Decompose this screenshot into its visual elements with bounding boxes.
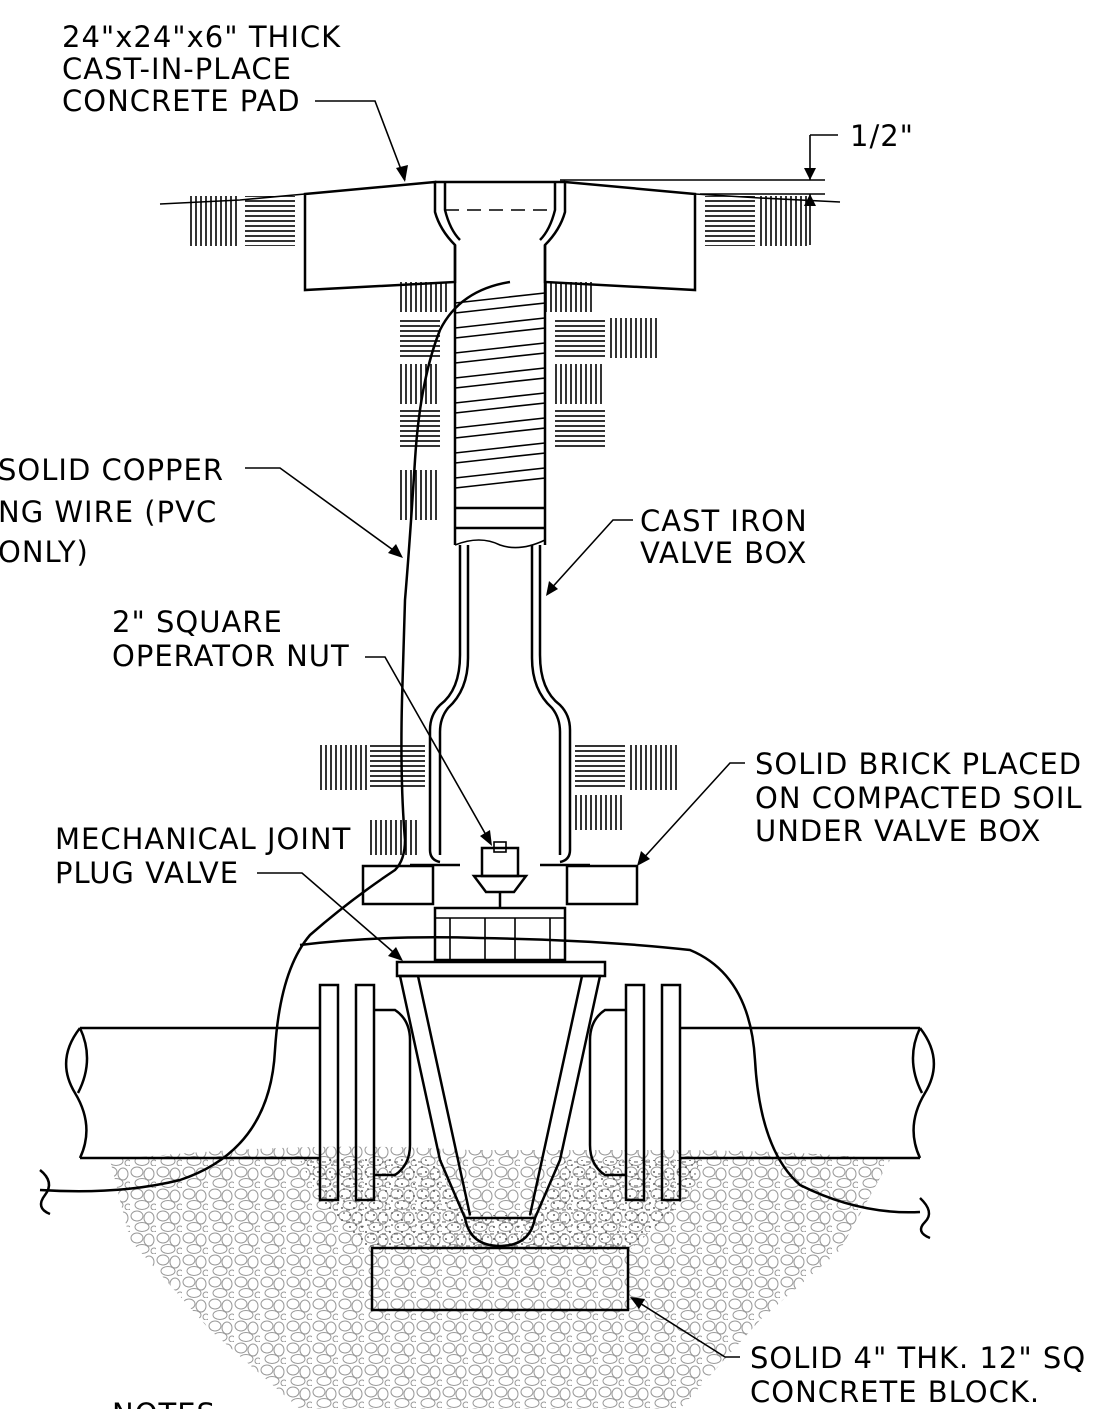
- svg-text:ON COMPACTED SOIL: ON COMPACTED SOIL: [755, 781, 1083, 815]
- label-plug-valve: MECHANICAL JOINT PLUG VALVE: [55, 822, 351, 890]
- label-tracer-wire: SOLID COPPER NG WIRE (PVC ONLY): [0, 453, 224, 569]
- svg-text:SOLID 4" THK. 12" SQ: SOLID 4" THK. 12" SQ: [750, 1341, 1086, 1375]
- svg-text:CONCRETE PAD: CONCRETE PAD: [62, 84, 301, 118]
- svg-text:2" SQUARE: 2" SQUARE: [112, 605, 283, 639]
- pipe-flanges: [318, 983, 682, 1202]
- tracer-wire: [39, 280, 931, 1240]
- label-operator-nut: 2" SQUARE OPERATOR NUT: [112, 605, 350, 673]
- svg-text:SOLID BRICK PLACED: SOLID BRICK PLACED: [755, 747, 1082, 781]
- notes-heading: NOTES: [112, 1397, 216, 1409]
- plug-valve-body: [398, 974, 602, 1248]
- valve-box-lid: [435, 180, 565, 241]
- gravel-bedding: [110, 1146, 890, 1409]
- valve-box-body: [410, 545, 590, 867]
- svg-text:NG WIRE (PVC: NG WIRE (PVC: [0, 495, 217, 529]
- pipe: [64, 1026, 936, 1160]
- svg-text:24"x24"x6" THICK: 24"x24"x6" THICK: [62, 20, 341, 54]
- svg-text:PLUG VALVE: PLUG VALVE: [55, 856, 239, 890]
- svg-text:SOLID COPPER: SOLID COPPER: [0, 453, 224, 487]
- soil-hatching: [190, 196, 810, 855]
- half-inch-dimension: 1/2": [560, 119, 914, 245]
- svg-text:UNDER VALVE BOX: UNDER VALVE BOX: [755, 814, 1041, 848]
- sand-bedding: [300, 1155, 700, 1250]
- svg-text:MECHANICAL JOINT: MECHANICAL JOINT: [55, 822, 351, 856]
- plug-valve-bonnet: [395, 906, 607, 978]
- svg-text:CAST-IN-PLACE: CAST-IN-PLACE: [62, 52, 292, 86]
- leader-lines: [245, 100, 745, 1358]
- concrete-block: [370, 1246, 630, 1312]
- label-concrete-block: SOLID 4" THK. 12" SQ CONCRETE BLOCK.: [750, 1341, 1086, 1409]
- dimension-label: 1/2": [850, 119, 914, 153]
- label-concrete-pad: 24"x24"x6" THICK CAST-IN-PLACE CONCRETE …: [62, 20, 341, 118]
- label-valve-box: CAST IRON VALVE BOX: [640, 504, 808, 570]
- label-brick: SOLID BRICK PLACED ON COMPACTED SOIL UND…: [755, 747, 1083, 848]
- svg-text:ONLY): ONLY): [0, 535, 89, 569]
- valve-box-threads: [453, 245, 547, 549]
- concrete-pad: [303, 180, 697, 292]
- svg-text:CAST IRON: CAST IRON: [640, 504, 808, 538]
- svg-text:CONCRETE BLOCK.: CONCRETE BLOCK.: [750, 1375, 1040, 1409]
- svg-text:VALVE BOX: VALVE BOX: [640, 536, 807, 570]
- svg-text:OPERATOR NUT: OPERATOR NUT: [112, 639, 350, 673]
- operator-nut: [471, 841, 529, 908]
